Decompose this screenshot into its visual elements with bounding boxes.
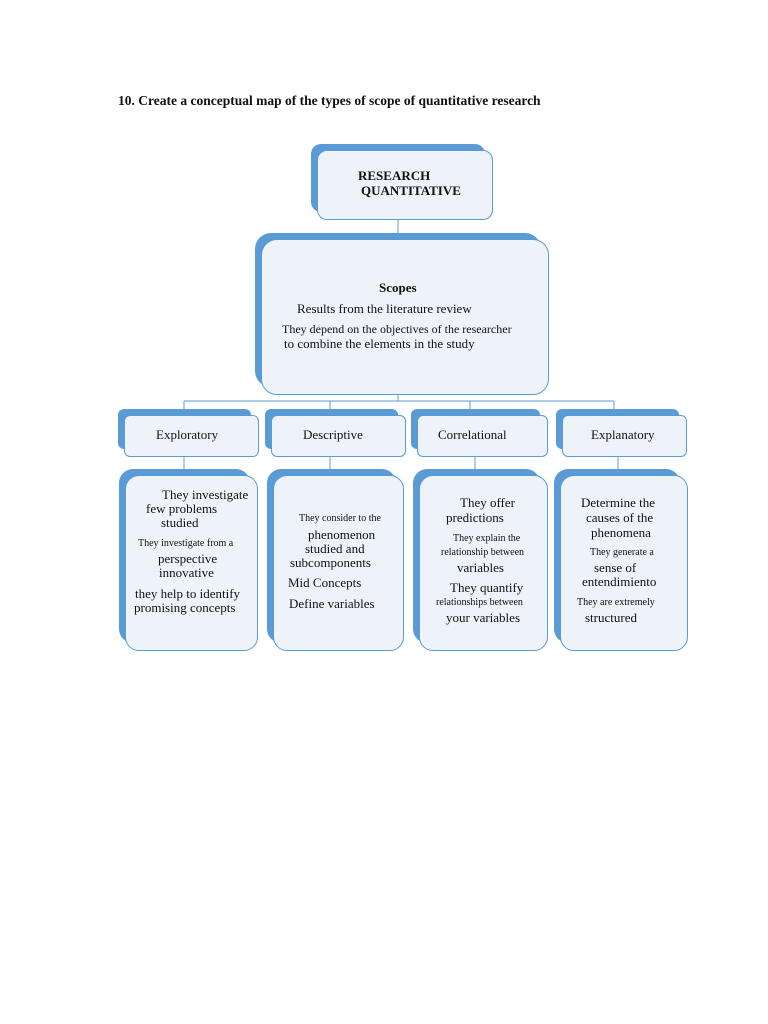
question-heading: 10. Create a conceptual map of the types… xyxy=(118,93,541,108)
detail-explanatory-text: They are extremely xyxy=(577,597,655,608)
detail-explanatory-text: structured xyxy=(585,610,637,625)
detail-correlational-text: They offer xyxy=(460,495,515,510)
category-descriptive: Descriptive xyxy=(265,409,406,457)
detail-descriptive-text: subcomponents xyxy=(290,555,371,570)
root-line-1: RESEARCH xyxy=(358,168,431,183)
detail-explanatory: Determine the causes of the phenomena Th… xyxy=(554,469,688,651)
detail-exploratory-text: innovative xyxy=(159,565,214,580)
category-explanatory: Explanatory xyxy=(556,409,687,457)
scopes-node: Scopes Results from the literature revie… xyxy=(255,233,549,395)
category-correlational-label: Correlational xyxy=(438,427,507,442)
detail-correlational: They offer predictions They explain the … xyxy=(413,469,548,651)
detail-correlational-text: They explain the xyxy=(453,533,521,544)
detail-exploratory-text: they help to identify xyxy=(135,586,241,601)
category-explanatory-label: Explanatory xyxy=(591,427,655,442)
detail-exploratory-text: few problems xyxy=(146,501,218,516)
detail-correlational-text: your variables xyxy=(446,610,521,625)
detail-descriptive-text: They consider to the xyxy=(299,513,381,524)
detail-exploratory: They investigate few problems studied Th… xyxy=(119,469,258,651)
detail-descriptive: They consider to the phenomenon studied … xyxy=(267,469,404,651)
scopes-line-1: Results from the literature review xyxy=(297,301,472,316)
detail-exploratory-text: They investigate from a xyxy=(138,538,234,549)
detail-explanatory-text: They generate a xyxy=(590,547,654,558)
detail-exploratory-text: studied xyxy=(161,515,199,530)
category-descriptive-label: Descriptive xyxy=(303,427,363,442)
detail-correlational-text: variables xyxy=(457,560,504,575)
detail-explanatory-text: Determine the xyxy=(581,495,655,510)
root-node: RESEARCH QUANTITATIVE xyxy=(311,144,493,220)
detail-explanatory-text: sense of xyxy=(594,560,637,575)
detail-descriptive-text: phenomenon xyxy=(308,527,376,542)
category-exploratory-label: Exploratory xyxy=(156,427,219,442)
root-line-2: QUANTITATIVE xyxy=(361,183,461,198)
detail-correlational-text: predictions xyxy=(446,510,504,525)
detail-descriptive-text: Define variables xyxy=(289,596,375,611)
scopes-line-3: to combine the elements in the study xyxy=(284,336,475,351)
scopes-title: Scopes xyxy=(379,280,417,295)
category-exploratory: Exploratory xyxy=(118,409,259,457)
detail-descriptive-text: Mid Concepts xyxy=(288,575,362,590)
category-correlational: Correlational xyxy=(411,409,548,457)
detail-correlational-text: They quantify xyxy=(450,580,524,595)
detail-exploratory-text: perspective xyxy=(158,551,218,566)
detail-explanatory-text: causes of the xyxy=(586,510,654,525)
detail-correlational-text: relationships between xyxy=(436,597,523,608)
scopes-line-2: They depend on the objectives of the res… xyxy=(282,322,512,336)
detail-correlational-text: relationship between xyxy=(441,547,525,558)
detail-exploratory-text: They investigate xyxy=(162,487,249,502)
detail-explanatory-text: phenomena xyxy=(591,525,651,540)
detail-explanatory-text: entendimiento xyxy=(582,574,657,589)
detail-exploratory-text: promising concepts xyxy=(134,600,236,615)
detail-descriptive-text: studied and xyxy=(305,541,365,556)
